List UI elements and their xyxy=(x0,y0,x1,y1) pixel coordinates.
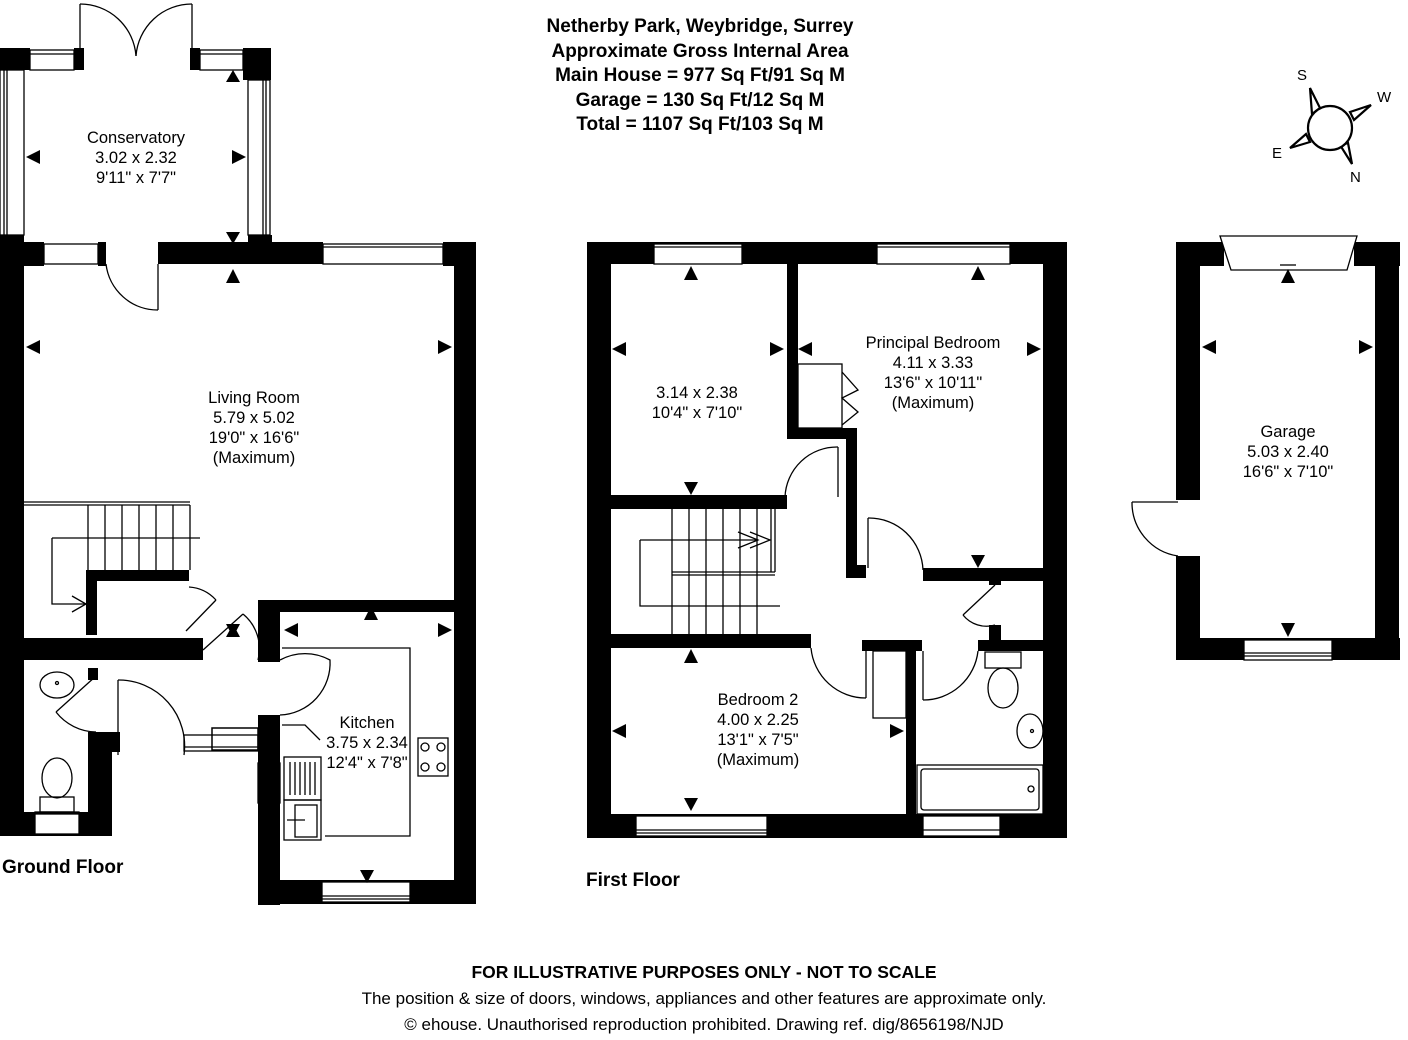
room-metric: 5.79 x 5.02 xyxy=(213,409,295,427)
ground-floor-plan xyxy=(0,48,476,905)
first-floor-details xyxy=(635,243,1044,837)
room-imperial: 13'6" x 10'11" xyxy=(883,374,983,392)
room-principal-bedroom: Principal Bedroom 4.11 x 3.33 13'6" x 10… xyxy=(866,333,1001,413)
page-title: Netherby Park, Weybridge, Surrey xyxy=(546,16,854,37)
room-metric: 3.75 x 2.34 xyxy=(326,734,408,752)
room-metric: 4.11 x 3.33 xyxy=(892,354,974,372)
garage-details xyxy=(1131,235,1358,661)
room-note: (Maximum) xyxy=(716,751,800,769)
room-kitchen: Kitchen 3.75 x 2.34 12'4" x 7'8" xyxy=(326,713,408,773)
room-metric: 5.03 x 2.40 xyxy=(1247,443,1329,461)
room-imperial: 13'1" x 7'5" xyxy=(717,731,799,749)
total-area: Total = 1107 Sq Ft/103 Sq M xyxy=(576,114,824,135)
room-garage: Garage 5.03 x 2.40 16'6" x 7'10" xyxy=(1243,422,1334,482)
room-name: Principal Bedroom xyxy=(865,334,1001,352)
room-note: (Maximum) xyxy=(891,394,975,412)
compass-south-label: S xyxy=(1297,67,1308,84)
compass-north-label: N xyxy=(1350,169,1361,186)
garage-dimension-arrows xyxy=(1202,269,1373,637)
first-floor-label: First Floor xyxy=(586,870,680,891)
compass-west-label: W xyxy=(1377,89,1392,106)
room-imperial: 10'4" x 7'10" xyxy=(651,404,743,422)
room-name: Bedroom 2 xyxy=(717,691,799,709)
room-name: Garage xyxy=(1260,423,1316,441)
room-name: Living Room xyxy=(208,389,300,407)
ground-floor-label: Ground Floor xyxy=(2,857,124,878)
ground-floor-details xyxy=(0,3,449,903)
room-bedroom-3: 3.14 x 2.38 10'4" x 7'10" xyxy=(652,383,743,423)
room-conservatory: Conservatory 3.02 x 2.32 9'11" x 7'7" xyxy=(87,128,185,188)
first-dimension-arrows xyxy=(612,266,1041,811)
room-imperial: 9'11" x 7'7" xyxy=(95,169,177,187)
room-bedroom-2: Bedroom 2 4.00 x 2.25 13'1" x 7'5" (Maxi… xyxy=(717,690,800,770)
room-living-room: Living Room 5.79 x 5.02 19'0" x 16'6" (M… xyxy=(208,388,300,468)
header: Netherby Park, Weybridge, Surrey Approxi… xyxy=(450,15,950,138)
room-note: (Maximum) xyxy=(212,449,296,467)
room-metric: 4.00 x 2.25 xyxy=(717,711,799,729)
room-name: Conservatory xyxy=(86,129,186,147)
compass-rose-icon xyxy=(1289,87,1372,165)
main-house-area: Main House = 977 Sq Ft/91 Sq M xyxy=(555,65,845,86)
footer-disclaimer: FOR ILLUSTRATIVE PURPOSES ONLY - NOT TO … xyxy=(471,962,937,982)
room-metric: 3.02 x 2.32 xyxy=(95,149,177,167)
room-imperial: 12'4" x 7'8" xyxy=(326,754,408,772)
room-metric: 3.14 x 2.38 xyxy=(656,384,738,402)
area-subtitle: Approximate Gross Internal Area xyxy=(551,40,849,62)
garage-area: Garage = 130 Sq Ft/12 Sq M xyxy=(575,89,825,111)
ground-dimension-arrows xyxy=(26,70,452,883)
room-imperial: 19'0" x 16'6" xyxy=(208,429,300,447)
room-imperial: 16'6" x 7'10" xyxy=(1242,463,1334,481)
footer-copyright: © ehouse. Unauthorised reproduction proh… xyxy=(404,1015,1004,1034)
footer-note: The position & size of doors, windows, a… xyxy=(361,989,1047,1008)
room-name: Kitchen xyxy=(339,714,395,732)
compass-east-label: E xyxy=(1272,145,1283,162)
